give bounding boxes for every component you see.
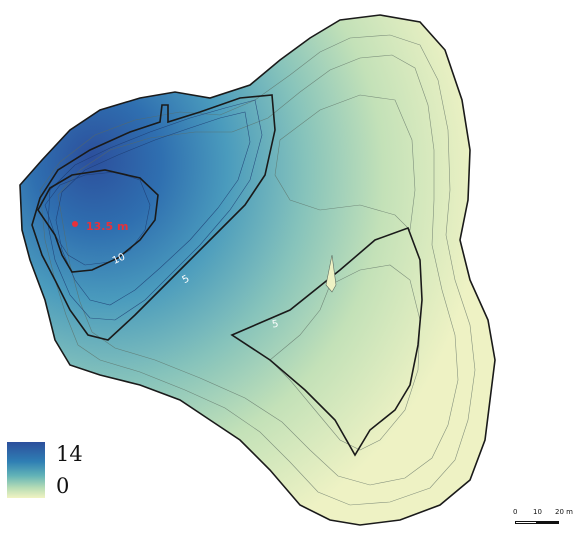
legend-min-label: 0 <box>56 474 70 498</box>
inlet-feature <box>325 254 337 293</box>
deepest-point-label: 13.5 m <box>86 220 128 233</box>
legend-max-label: 14 <box>56 442 83 466</box>
contour-label-10: 10 <box>111 252 127 267</box>
scale-bar-segment-2 <box>537 521 559 524</box>
scale-label-20: 20 m <box>555 508 573 516</box>
scale-label-0: 0 <box>513 508 518 516</box>
contour-label-5-basin: 5 <box>181 273 192 286</box>
lake-shoreline <box>19 14 496 526</box>
deepest-point-marker <box>72 221 78 227</box>
contour-label-5-east: 5 <box>271 319 279 331</box>
scale-label-10: 10 <box>533 508 542 516</box>
contour-5m-basin <box>31 94 276 341</box>
scale-bar-segment-1 <box>515 521 537 524</box>
contour-10m <box>37 169 159 273</box>
contour-5m-east <box>230 226 423 457</box>
depth-legend-colorbar <box>7 442 45 498</box>
thin-contours <box>39 34 476 506</box>
deep-basin-contours <box>44 99 263 321</box>
